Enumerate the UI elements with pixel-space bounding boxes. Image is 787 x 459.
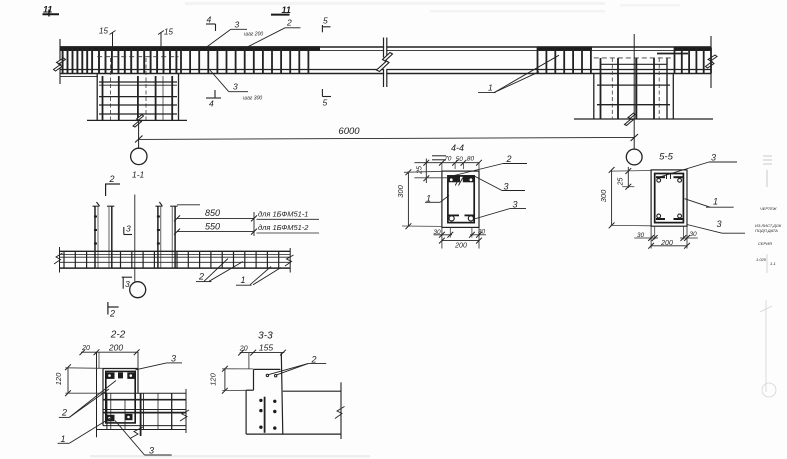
svg-text:11: 11 [43, 5, 52, 15]
svg-text:для 1БФМ51-1: для 1БФМ51-1 [258, 210, 308, 219]
svg-text:25: 25 [417, 166, 424, 175]
svg-text:30: 30 [478, 229, 486, 236]
svg-text:300: 300 [599, 189, 608, 202]
svg-text:1: 1 [488, 83, 493, 93]
svg-text:15: 15 [164, 28, 173, 37]
svg-text:2: 2 [61, 408, 67, 418]
svg-text:1.020: 1.020 [756, 257, 767, 262]
svg-text:2: 2 [198, 272, 204, 282]
svg-text:ПОДП.ДАТА: ПОДП.ДАТА [755, 228, 778, 233]
svg-text:1: 1 [241, 275, 246, 285]
svg-text:6000: 6000 [338, 126, 360, 137]
svg-text:70: 70 [444, 156, 452, 163]
svg-text:25: 25 [618, 178, 625, 187]
svg-text:ИЗ.ЛИСТ.ДОК: ИЗ.ЛИСТ.ДОК [755, 223, 782, 228]
svg-text:5-5: 5-5 [659, 152, 673, 163]
svg-text:1: 1 [713, 197, 718, 207]
svg-text:30: 30 [637, 232, 645, 239]
svg-text:1-1: 1-1 [132, 170, 145, 180]
svg-text:30: 30 [689, 231, 697, 238]
svg-text:2: 2 [286, 18, 292, 28]
svg-text:120: 120 [54, 372, 63, 385]
svg-text:120: 120 [209, 372, 218, 385]
svg-text:2: 2 [311, 355, 317, 365]
svg-text:2: 2 [109, 309, 115, 319]
svg-text:20: 20 [81, 345, 90, 352]
svg-text:20: 20 [239, 346, 248, 353]
svg-text:1-1: 1-1 [770, 261, 776, 266]
svg-text:200: 200 [660, 240, 673, 247]
svg-text:4-4: 4-4 [451, 143, 464, 153]
svg-text:3: 3 [717, 219, 722, 229]
svg-text:550: 550 [205, 222, 220, 232]
svg-text:200: 200 [108, 343, 123, 353]
svg-text:4: 4 [207, 15, 212, 25]
svg-text:850: 850 [205, 208, 220, 218]
svg-text:3: 3 [126, 224, 131, 234]
svg-text:ЧЕРТЕЖ: ЧЕРТЕЖ [760, 206, 777, 211]
svg-text:3: 3 [711, 153, 716, 163]
svg-text:5: 5 [323, 16, 328, 26]
svg-text:1: 1 [426, 194, 431, 204]
svg-text:15: 15 [99, 27, 108, 36]
svg-text:3: 3 [171, 354, 176, 364]
svg-text:3: 3 [149, 446, 154, 456]
svg-text:для 1БФМ51-2: для 1БФМ51-2 [258, 223, 309, 232]
svg-text:2-2: 2-2 [110, 330, 126, 341]
svg-text:3: 3 [125, 279, 130, 289]
svg-text:1: 1 [61, 434, 66, 444]
svg-text:шаг 200: шаг 200 [244, 32, 263, 38]
svg-text:3: 3 [504, 182, 509, 192]
svg-text:шаг 300: шаг 300 [243, 96, 262, 102]
svg-text:2: 2 [109, 174, 115, 184]
svg-text:155: 155 [259, 343, 273, 353]
svg-text:300: 300 [396, 184, 405, 197]
svg-text:30: 30 [433, 229, 441, 236]
svg-text:3: 3 [513, 200, 518, 210]
svg-text:11: 11 [282, 5, 291, 15]
svg-text:200: 200 [454, 243, 467, 250]
svg-text:3: 3 [235, 20, 240, 30]
svg-text:4: 4 [209, 99, 214, 109]
svg-text:СЕРИЯ: СЕРИЯ [758, 241, 772, 246]
svg-text:3-3: 3-3 [258, 331, 273, 342]
svg-text:3: 3 [233, 82, 238, 92]
svg-text:50: 50 [456, 156, 464, 163]
svg-text:5: 5 [323, 98, 328, 108]
svg-text:80: 80 [467, 156, 475, 163]
svg-text:2: 2 [506, 154, 512, 164]
